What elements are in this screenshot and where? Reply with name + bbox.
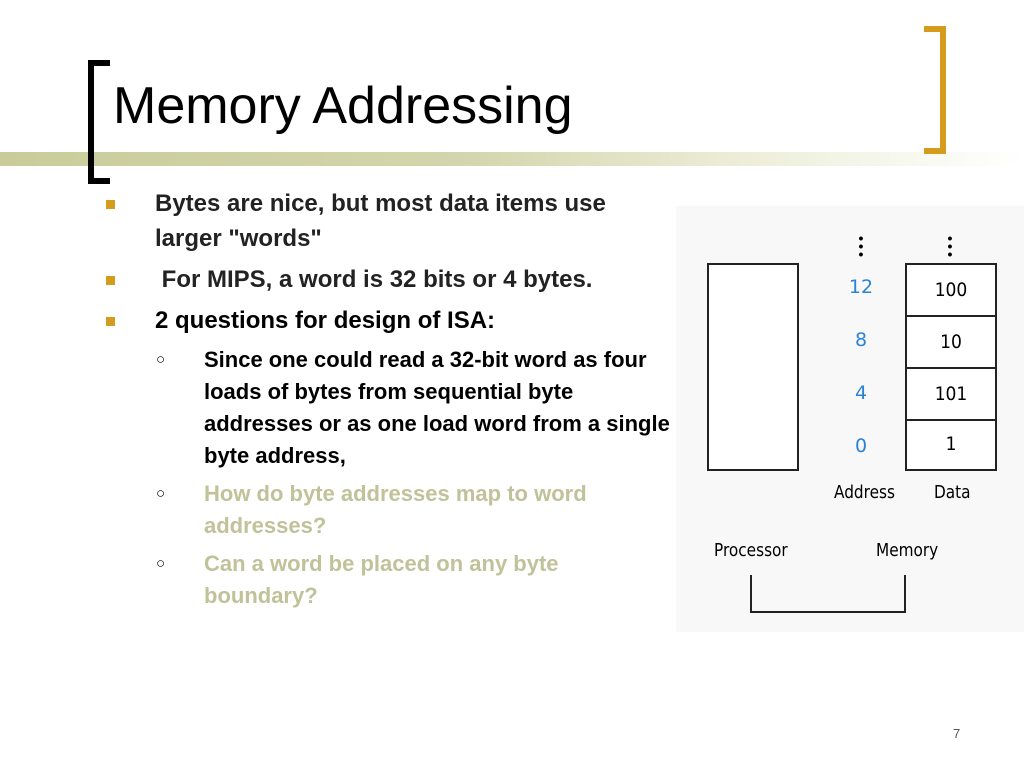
memory-data-column: 100 10 101 1	[905, 263, 997, 471]
bullet-text: 2 questions for design of ISA:	[155, 307, 496, 334]
memory-data-cell: 1	[945, 433, 957, 455]
title-underline-bar	[0, 152, 1024, 166]
address-value: 8	[854, 329, 868, 351]
bullet-item: For MIPS, a word is 32 bits or 4 bytes.	[100, 262, 670, 297]
sub-bullet-item: ○ Since one could read a 32-bit word as …	[100, 344, 670, 472]
sub-bullet-item: ○ Can a word be placed on any byte bound…	[100, 548, 670, 612]
sub-bullet-text: Since one could read a 32-bit word as fo…	[204, 347, 670, 468]
processor-box	[707, 263, 799, 471]
cell-divider	[907, 367, 995, 369]
cell-divider	[907, 315, 995, 317]
slide-title: Memory Addressing	[113, 77, 573, 135]
right-bracket-decoration	[924, 26, 946, 154]
memory-data-cell: 100	[934, 279, 968, 301]
memory-data-cell: 101	[934, 383, 968, 405]
ellipsis-address-icon: •••	[858, 230, 864, 262]
left-bracket-decoration	[88, 60, 110, 184]
data-column-label: Data	[934, 482, 971, 503]
sub-bullet-item: ○ How do byte addresses map to word addr…	[100, 478, 670, 542]
page-number: 7	[953, 726, 961, 741]
memory-diagram: ••• ••• 12 8 4 0 100 10 101 1 Address Da…	[676, 206, 1024, 632]
circle-bullet-icon: ○	[156, 555, 166, 572]
square-bullet-icon	[106, 200, 115, 209]
address-value: 4	[854, 382, 868, 404]
address-column-label: Address	[834, 482, 895, 503]
bullet-item: Bytes are nice, but most data items use …	[100, 186, 670, 256]
bullet-text: Bytes are nice, but most data items use …	[155, 190, 606, 252]
circle-bullet-icon: ○	[156, 351, 166, 368]
processor-memory-connector	[750, 575, 906, 613]
ellipsis-data-icon: •••	[947, 230, 953, 262]
memory-data-cell: 10	[940, 331, 962, 353]
square-bullet-icon	[106, 317, 115, 326]
bullet-list: Bytes are nice, but most data items use …	[100, 186, 670, 618]
square-bullet-icon	[106, 276, 115, 285]
sub-bullet-text: How do byte addresses map to word addres…	[204, 481, 587, 538]
address-value: 0	[854, 435, 868, 457]
sub-bullet-text: Can a word be placed on any byte boundar…	[204, 551, 559, 608]
bullet-item: 2 questions for design of ISA:	[100, 303, 670, 338]
circle-bullet-icon: ○	[156, 485, 166, 502]
address-value: 12	[848, 276, 874, 298]
bullet-text: For MIPS, a word is 32 bits or 4 bytes.	[155, 266, 593, 293]
memory-label: Memory	[876, 540, 939, 561]
cell-divider	[907, 419, 995, 421]
processor-label: Processor	[714, 540, 788, 561]
